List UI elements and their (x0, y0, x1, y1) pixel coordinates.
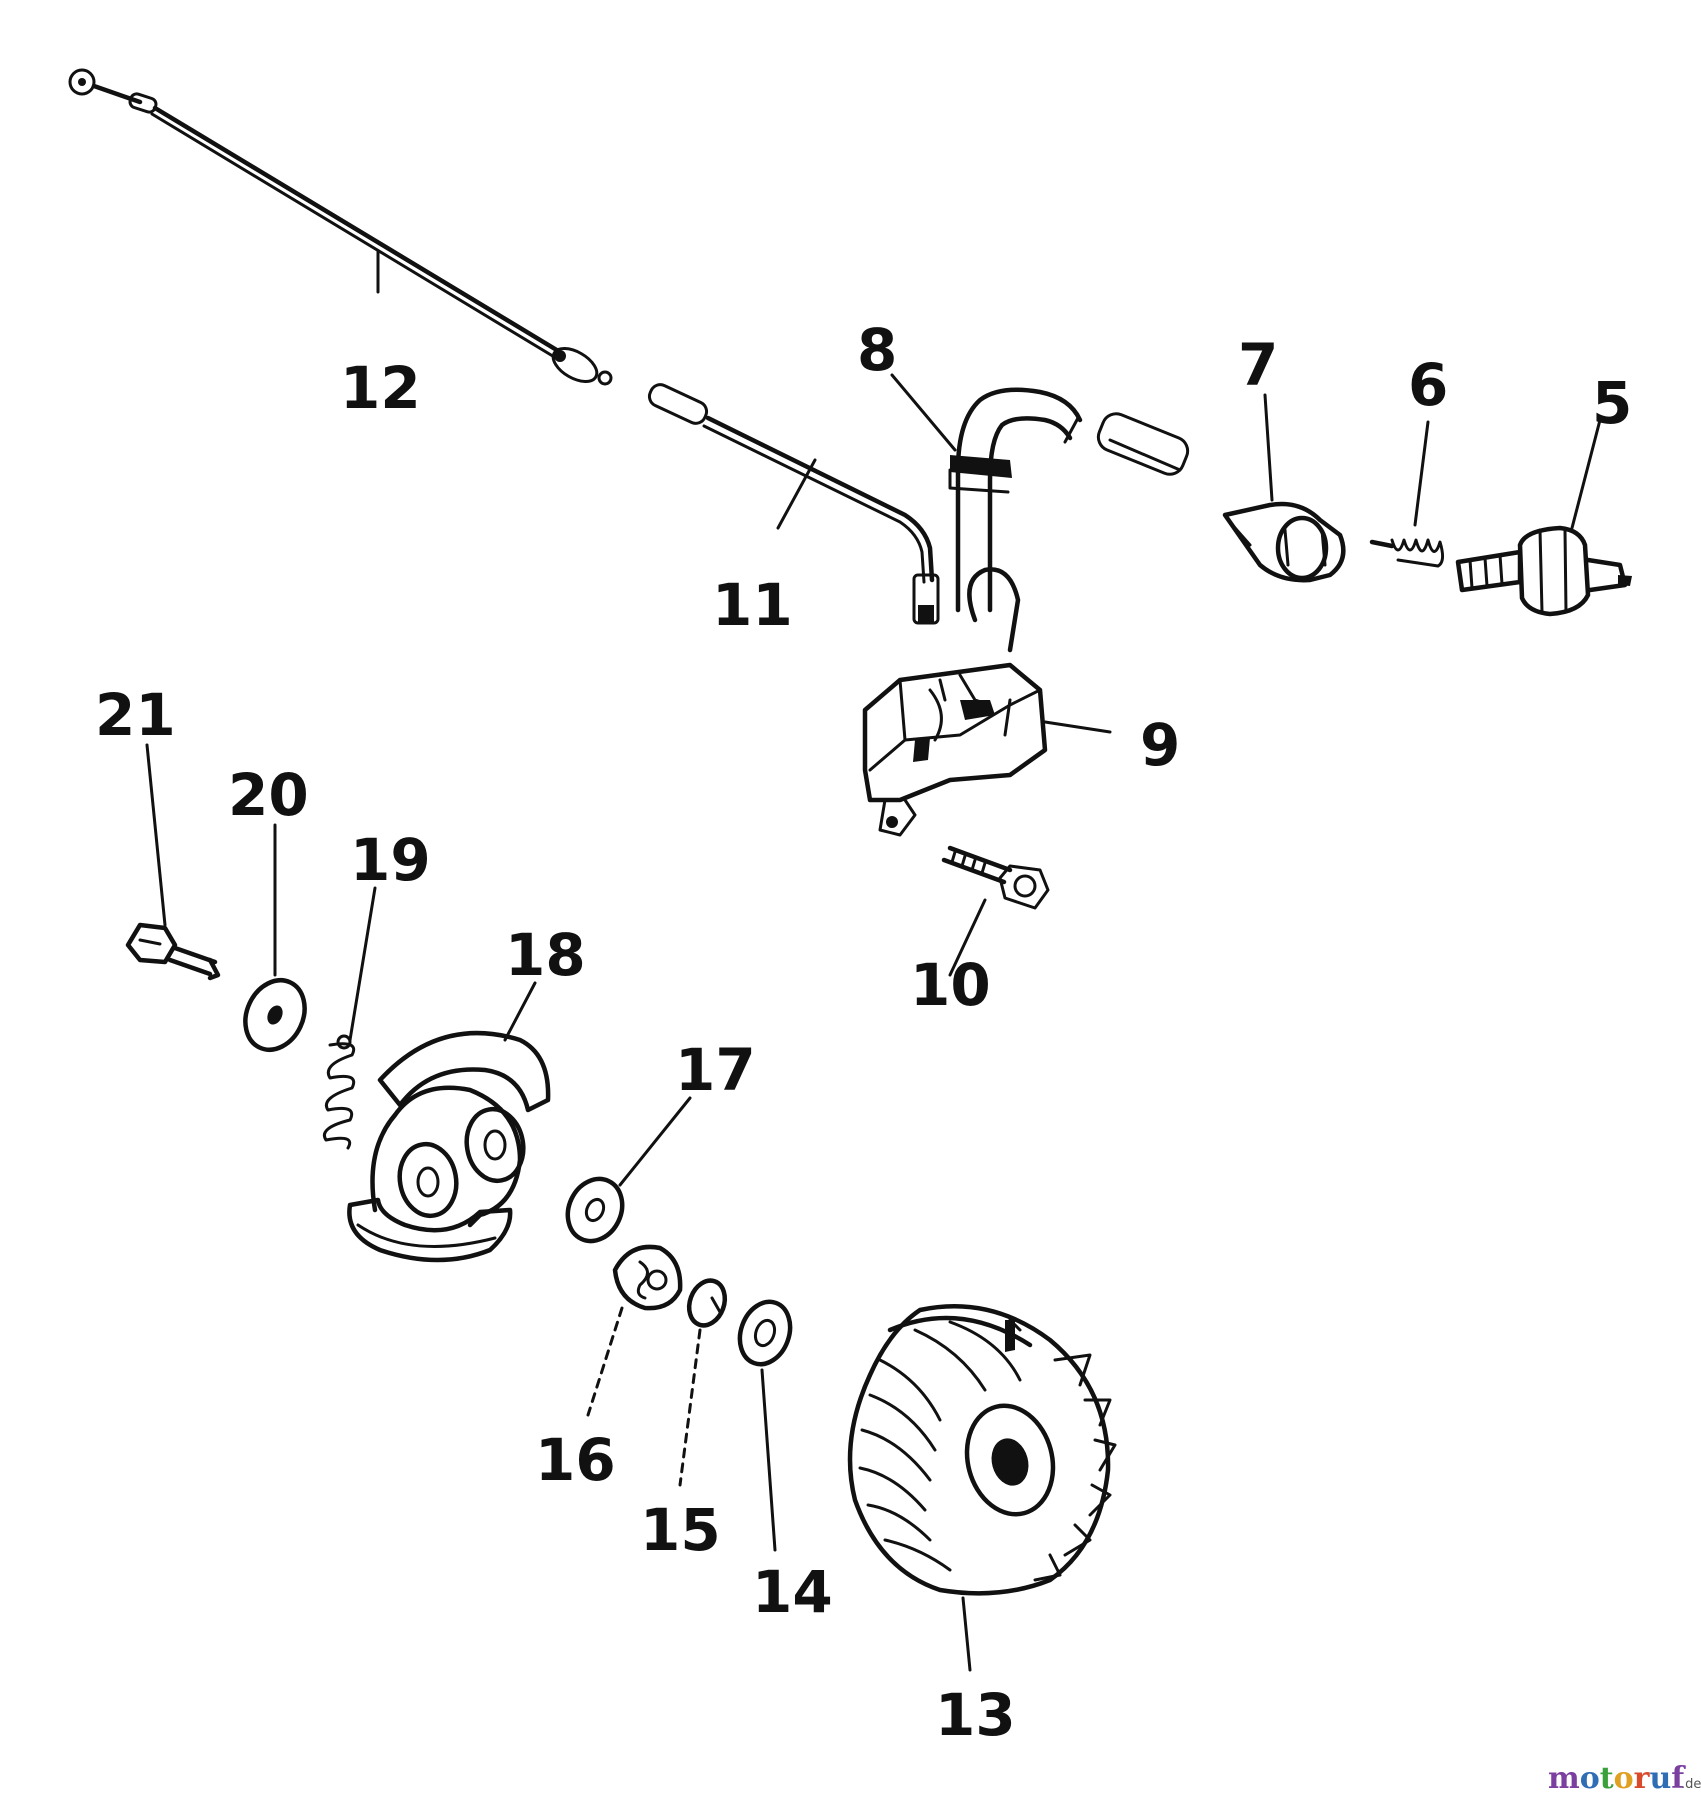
part-labels: 12 11 8 7 6 5 9 10 21 20 19 18 17 16 15 … (95, 316, 1632, 1749)
part-8-boot (948, 387, 1190, 613)
part-21-screw (125, 922, 221, 981)
part-18-clutch-assembly (347, 1030, 551, 1263)
part-7-plug-cap (1222, 501, 1346, 583)
label-14: 14 (752, 1558, 833, 1626)
part-9-ignition-coil (862, 567, 1048, 837)
part-13-flywheel (847, 1304, 1117, 1596)
label-9: 9 (1140, 711, 1180, 779)
svg-text:motoruf: motoruf (1548, 1761, 1686, 1796)
watermark-logo: motoruf .de (1548, 1761, 1701, 1796)
label-15: 15 (640, 1496, 721, 1564)
part-17-washer (565, 1176, 625, 1244)
label-12: 12 (340, 354, 421, 422)
label-8: 8 (857, 316, 897, 384)
label-21: 21 (95, 681, 176, 749)
part-16-nut (612, 1244, 683, 1311)
label-16: 16 (535, 1426, 616, 1494)
label-19: 19 (350, 826, 431, 894)
part-19-clutch-spring (323, 1034, 356, 1150)
part-12-ground-wire (68, 68, 613, 386)
label-10: 10 (910, 951, 991, 1019)
label-11: 11 (712, 571, 793, 639)
part-10-bolt (941, 845, 1050, 910)
label-7: 7 (1238, 331, 1278, 399)
part-14-washer (737, 1299, 793, 1367)
leader-lines (145, 250, 1602, 1672)
svg-text:.de: .de (1681, 1777, 1701, 1792)
label-13: 13 (935, 1681, 1016, 1749)
part-20-washer (243, 978, 307, 1052)
label-6: 6 (1408, 351, 1448, 419)
label-5: 5 (1592, 369, 1632, 437)
part-5-spark-plug (1455, 525, 1632, 617)
label-18: 18 (505, 921, 586, 989)
part-15-spring-washer (686, 1278, 728, 1328)
part-11-lead-wire (647, 383, 940, 625)
label-20: 20 (228, 761, 309, 829)
part-6-spring (1369, 538, 1445, 568)
label-17: 17 (675, 1036, 756, 1104)
